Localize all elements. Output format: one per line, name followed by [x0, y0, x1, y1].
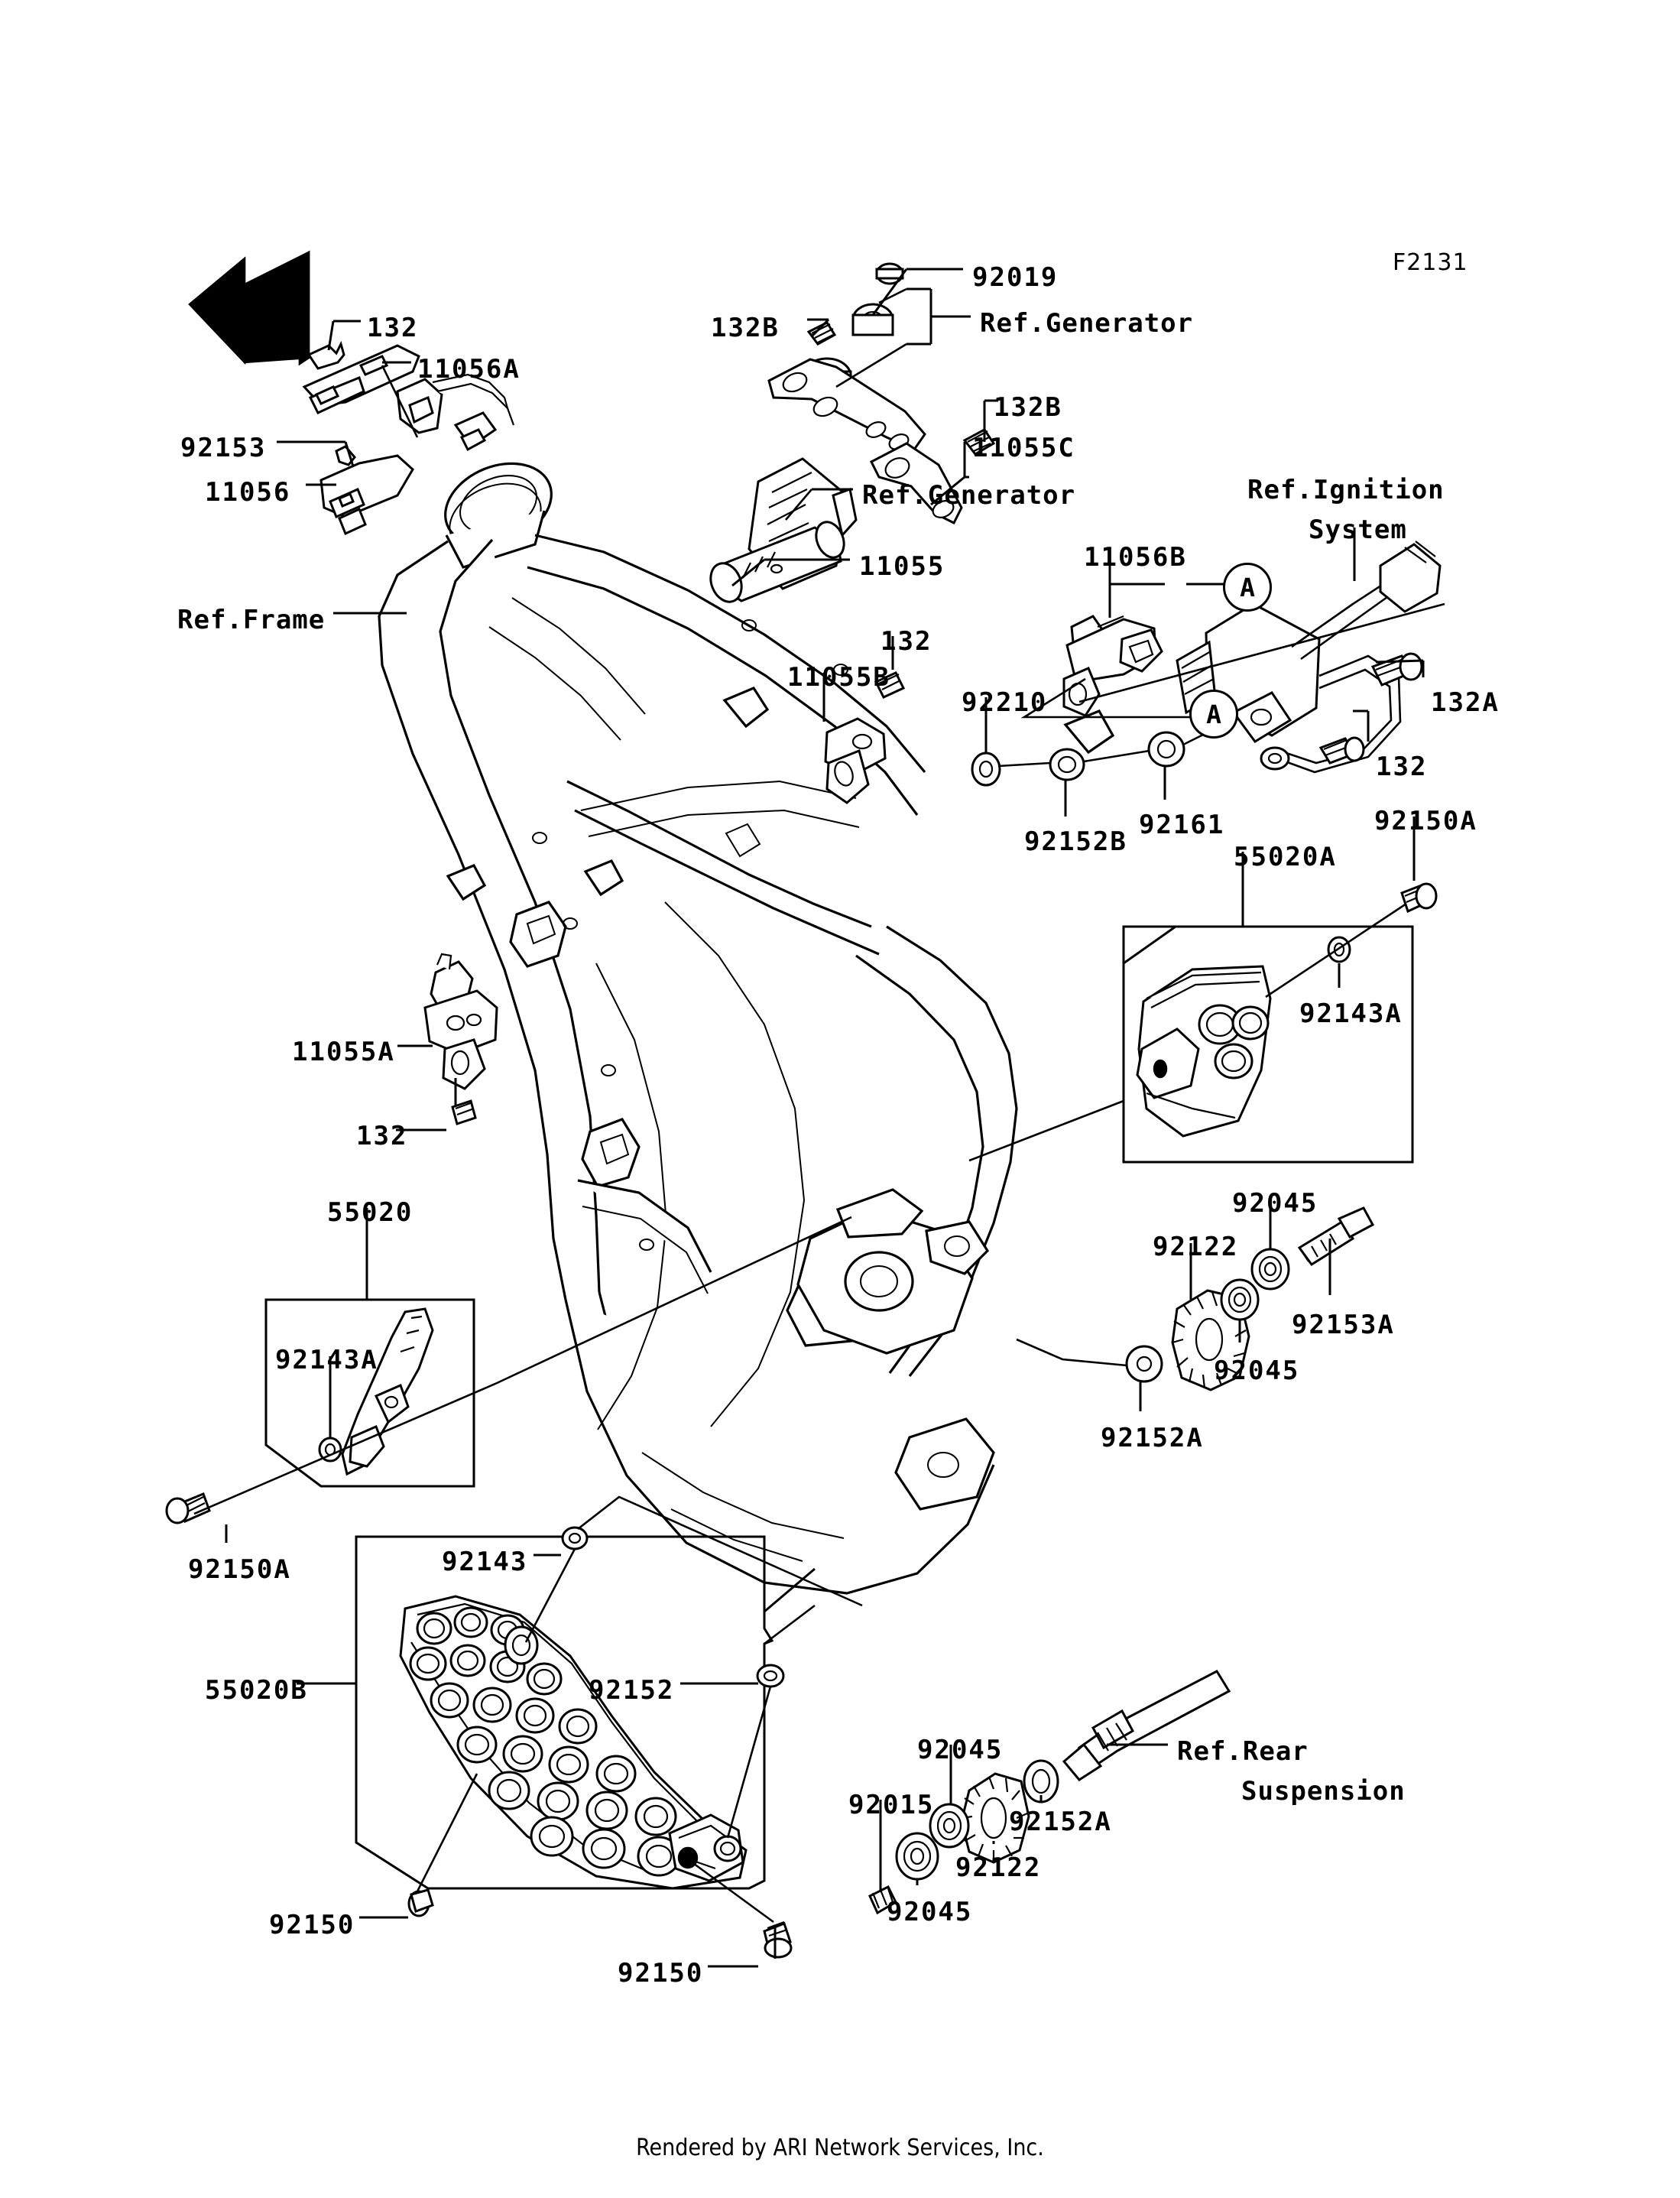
part-label-92019: 92019 [972, 262, 1059, 293]
part-label-132: 132 [356, 1121, 408, 1151]
part-label-92045: 92045 [1232, 1188, 1318, 1219]
sheet-id: F2131 [1393, 249, 1468, 276]
part-label-ref-generator: Ref.Generator [862, 480, 1076, 511]
part-label-132: 132 [1376, 752, 1428, 782]
part-label-55020b: 55020B [205, 1675, 308, 1706]
part-label-92045: 92045 [917, 1735, 1004, 1765]
part-label-suspension: Suspension [1241, 1776, 1406, 1807]
part-label-132: 132 [881, 626, 932, 657]
part-label-132b: 132B [711, 313, 780, 343]
part-label-92152a: 92152A [1101, 1423, 1204, 1453]
part-55020a-guard-box [1122, 882, 1438, 1164]
part-label-11056b: 11056B [1084, 542, 1187, 573]
part-label-92150a: 92150A [1374, 806, 1477, 836]
part-label-92143a: 92143A [275, 1345, 378, 1375]
part-label-11056: 11056 [205, 477, 291, 508]
part-label-92045: 92045 [1214, 1355, 1300, 1386]
part-label-132a: 132A [1431, 687, 1500, 718]
render-credit-footer: Rendered by ARI Network Services, Inc. [636, 2135, 1044, 2161]
front-direction-arrow [188, 250, 310, 366]
part-label-55020a: 55020A [1234, 842, 1337, 872]
part-11055a-bracket [423, 953, 498, 1125]
part-label-92152b: 92152B [1024, 826, 1127, 857]
part-label-92210: 92210 [962, 687, 1048, 718]
part-label-11055c: 11055C [972, 433, 1075, 463]
part-label-132b: 132B [994, 392, 1062, 423]
part-label-11056a: 11056A [417, 354, 521, 385]
part-hardware-cluster-right [1125, 1206, 1375, 1391]
part-label-ref-ignition: Ref.Ignition [1247, 475, 1445, 505]
part-label-11055: 11055 [859, 551, 945, 582]
part-label-92015: 92015 [848, 1790, 935, 1820]
part-label-ref-frame: Ref.Frame [177, 605, 326, 635]
part-label-92153a: 92153A [1292, 1310, 1395, 1340]
part-11056b-bracket [1062, 615, 1163, 717]
circled-a-reference-marker: A [1223, 563, 1272, 612]
part-label-55020: 55020 [327, 1197, 414, 1228]
part-rear-suspension-hardware [868, 1670, 1231, 1915]
part-hardware-row-middle [971, 731, 1185, 787]
circled-a-reference-marker: A [1189, 690, 1238, 739]
part-label-92122: 92122 [1153, 1232, 1239, 1262]
part-label-ref-rear: Ref.Rear [1177, 1736, 1309, 1767]
part-11055-generator-stay [709, 262, 996, 603]
part-label-92161: 92161 [1139, 810, 1225, 840]
part-label-11055a: 11055A [292, 1037, 395, 1067]
part-label-92045: 92045 [887, 1897, 973, 1927]
part-label-system: System [1309, 515, 1407, 545]
part-55020-guard-box [165, 1298, 475, 1524]
motorcycle-frame [378, 462, 1115, 1595]
skid-plate [399, 1595, 748, 1890]
part-11056a-bracket [302, 340, 420, 414]
part-label-11055b: 11055B [787, 662, 890, 693]
part-label-92152a: 92152A [1009, 1807, 1112, 1837]
part-label-92143: 92143 [442, 1547, 528, 1577]
leader-lines [193, 268, 1445, 1968]
part-label-ref-generator: Ref.Generator [980, 308, 1194, 339]
part-label-92153: 92153 [180, 433, 267, 463]
part-label-92152: 92152 [589, 1675, 675, 1706]
part-55020b-skidplate-box [355, 1526, 816, 1959]
part-label-92150a: 92150A [188, 1554, 291, 1585]
part-label-92150: 92150 [618, 1958, 704, 1989]
part-label-92143a: 92143A [1299, 998, 1403, 1029]
part-label-132: 132 [367, 313, 419, 343]
part-label-92122: 92122 [955, 1852, 1042, 1883]
part-label-92150: 92150 [269, 1910, 355, 1940]
part-11055b-bracket [824, 671, 906, 804]
